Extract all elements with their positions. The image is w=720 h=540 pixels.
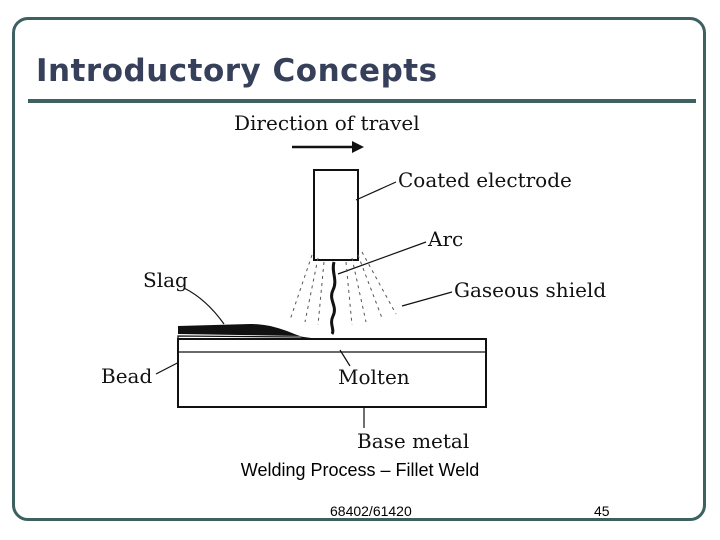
leader-electrode <box>355 181 397 201</box>
footer-course-code: 68402/61420 <box>330 503 412 519</box>
label-gaseous-shield: Gaseous shield <box>454 278 606 302</box>
slag-layer <box>178 324 300 336</box>
slide-frame <box>12 17 706 521</box>
label-bead: Bead <box>101 364 152 388</box>
page-number: 45 <box>594 503 610 519</box>
figure-caption: Welding Process – Fillet Weld <box>0 460 720 481</box>
label-base-metal: Base metal <box>357 429 469 453</box>
coated-electrode <box>313 169 359 261</box>
title-divider <box>28 99 696 103</box>
label-arc: Arc <box>427 227 463 251</box>
base-metal-plate <box>177 338 487 408</box>
slide-title: Introductory Concepts <box>36 53 438 89</box>
leader-molten <box>339 349 351 367</box>
direction-arrow-icon <box>292 141 364 153</box>
label-coated-electrode: Coated electrode <box>398 168 572 192</box>
label-direction-of-travel: Direction of travel <box>234 111 420 135</box>
leader-slag <box>183 287 225 325</box>
welding-arc <box>330 261 337 335</box>
label-slag: Slag <box>143 268 188 292</box>
leader-gaseous-shield <box>401 291 453 307</box>
leader-arc <box>337 241 427 275</box>
figure-caption-text: Welding Process – Fillet Weld <box>240 460 480 480</box>
gaseous-shield <box>289 251 397 326</box>
label-molten: Molten <box>338 365 410 389</box>
